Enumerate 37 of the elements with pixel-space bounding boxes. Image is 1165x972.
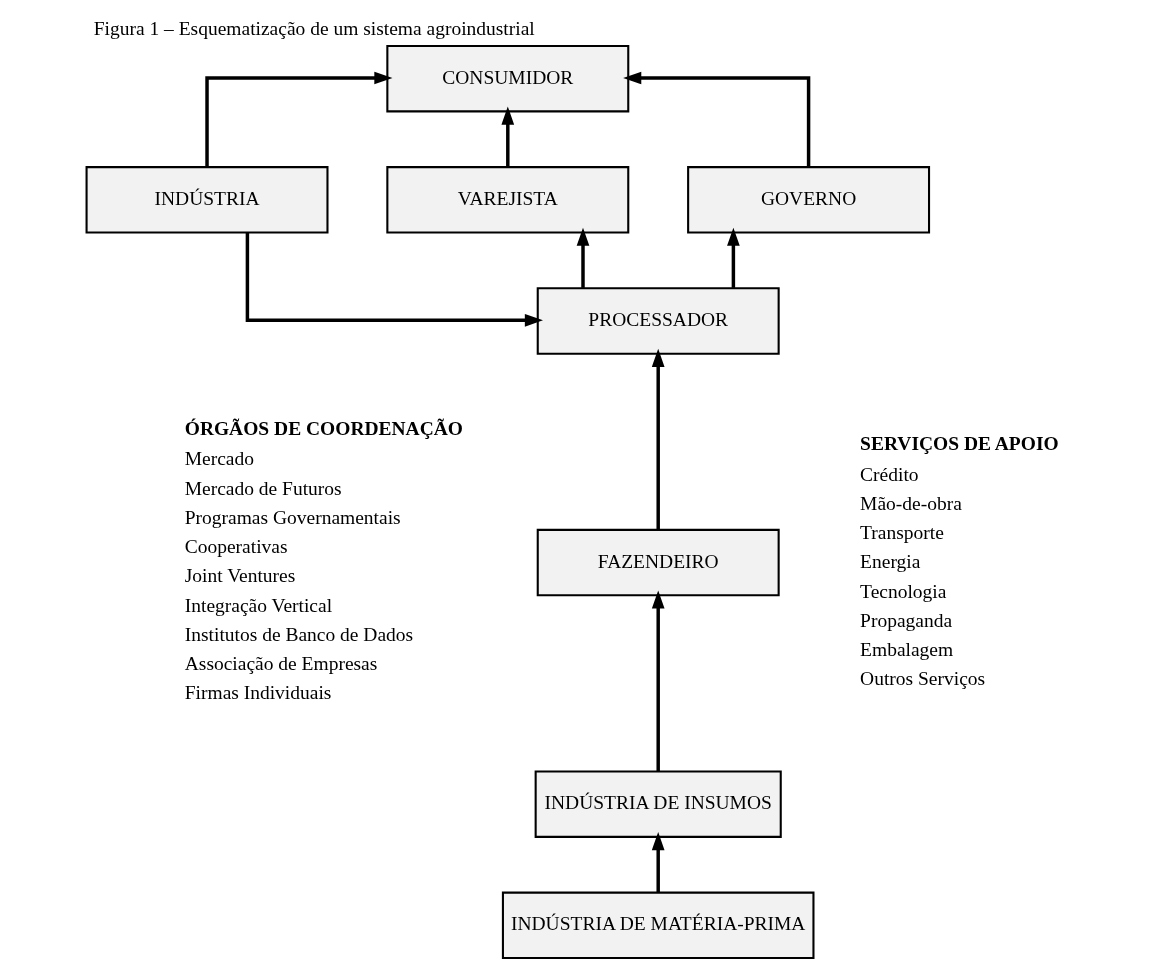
label: Transporte <box>859 522 944 544</box>
label: Integração Vertical <box>184 594 332 616</box>
diagram-title: Figura 1 – Esquematização de um sistema agroindustrial <box>93 18 535 40</box>
label: SERVIÇOS DE APOIO <box>859 433 1059 455</box>
arrow <box>726 227 740 288</box>
label: Embalagem <box>859 639 953 661</box>
arrow <box>651 831 665 893</box>
arrow <box>204 71 392 167</box>
label: Institutos de Banco de Dados <box>184 623 413 645</box>
label: Firmas Individuais <box>184 682 331 704</box>
arrow <box>500 106 514 167</box>
node-box: CONSUMIDOR <box>385 44 629 113</box>
label: Energia <box>859 551 920 573</box>
label: Programas Governamentais <box>184 506 401 528</box>
arrow <box>651 590 665 772</box>
label: Mão-de-obra <box>859 492 962 514</box>
arrow <box>651 348 665 530</box>
label: Outros Serviços <box>859 668 985 690</box>
label: Mercado <box>184 448 254 470</box>
node-box: VAREJISTA <box>385 166 629 234</box>
label: Associação de Empresas <box>184 653 377 675</box>
node-box: INDÚSTRIA <box>85 166 328 234</box>
node-box: PROCESSADOR <box>536 287 780 355</box>
label: Crédito <box>859 463 919 485</box>
label: Mercado de Futuros <box>184 477 342 499</box>
arrow <box>245 232 543 327</box>
node-box: INDÚSTRIA DE INSUMOS <box>534 770 782 838</box>
label: ÓRGÃOS DE COORDENAÇÃO <box>184 417 463 439</box>
label: Joint Ventures <box>184 565 295 587</box>
node-box: INDÚSTRIA DE MATÉRIA-PRIMA <box>501 891 814 960</box>
arrow <box>622 71 810 167</box>
arrow <box>576 227 589 288</box>
label: Propaganda <box>859 609 952 631</box>
label: Cooperativas <box>184 536 288 558</box>
node-box: GOVERNO <box>686 166 930 234</box>
label: Tecnologia <box>859 580 946 602</box>
node-box: FAZENDEIRO <box>536 528 780 597</box>
